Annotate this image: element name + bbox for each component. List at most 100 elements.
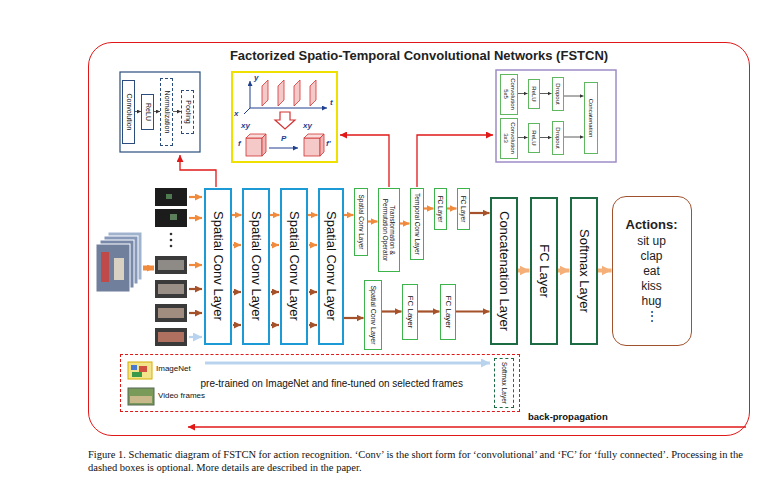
optional-operation-box: Pooling — [181, 90, 194, 134]
flow-arrow — [470, 212, 490, 214]
cube-face — [320, 134, 324, 156]
action-text: sit up — [637, 234, 666, 249]
module-box: Convolution 5x5 — [500, 74, 518, 115]
node-text: FC Layer — [436, 191, 443, 227]
flow-arrow — [368, 220, 378, 222]
video-frame-detail — [158, 332, 184, 342]
action-text: ⋮ — [646, 309, 658, 324]
frame-slab — [262, 80, 268, 106]
layer-box: FC Layer — [440, 284, 456, 340]
optional-operation-box: Normalization — [160, 78, 173, 146]
operator-box: Transformation & Permutation Operator — [378, 188, 400, 272]
flow-arrow — [598, 269, 612, 273]
operation-box: ReLU — [141, 94, 154, 130]
input-clip-detail — [114, 258, 124, 280]
layer-box: FC Layer — [530, 197, 558, 345]
node-text: ReLU — [530, 82, 537, 106]
node-text: pre-trained on ImageNet and fine-tuned o… — [201, 378, 463, 390]
input-clip-detail — [101, 252, 109, 282]
video-frame-detail — [158, 260, 184, 270]
node-text: Convolution 5x5 — [502, 77, 515, 112]
diagram-heading: Factorized Spatio-Temporal Convolutional… — [89, 48, 749, 64]
inset-frame — [120, 72, 200, 152]
imagenet-icon-detail — [132, 372, 142, 377]
axis-label: y — [254, 74, 258, 82]
flow-arrow — [344, 214, 354, 216]
permutation-arrow — [269, 148, 298, 149]
video-frame-detail — [158, 308, 184, 318]
data-arrow — [233, 244, 241, 246]
node-text: Concatenation — [587, 85, 594, 151]
module-box: Dropout — [552, 121, 564, 155]
data-arrow — [271, 244, 279, 246]
flow-arrow — [518, 137, 528, 138]
data-arrow — [189, 312, 202, 314]
cube-face — [304, 138, 320, 156]
transform-arrow — [275, 112, 295, 129]
flow-arrow — [418, 310, 440, 312]
imagenet-icon-detail — [131, 365, 137, 370]
flow-arrow — [400, 222, 410, 224]
node-text: Pooling — [184, 93, 192, 131]
video-frame — [155, 280, 187, 298]
video-frame — [155, 328, 187, 346]
node-text: FC Layer — [405, 287, 414, 337]
figure-caption: Figure 1. Schematic diagram of FSTCN for… — [88, 448, 753, 474]
axis-label: xy — [241, 122, 250, 130]
pretrain-arrow — [205, 362, 490, 365]
node-text: ReLU — [530, 126, 537, 150]
optional-softmax-layer: Softmax Layer — [494, 358, 514, 408]
spatial-conv-layer: Spatial Conv Layer — [318, 188, 344, 345]
axis-label: f — [238, 140, 241, 148]
action-text: hug — [641, 294, 661, 309]
node-text: Softmax Layer — [500, 361, 507, 405]
spatial-conv-layer: Spatial Conv Layer — [204, 188, 232, 345]
module-box: Dropout — [552, 77, 564, 111]
callout-leader — [180, 155, 216, 187]
node-text: Spatial Conv Layer — [369, 283, 377, 347]
node-text: Spatial Conv Layer — [286, 192, 300, 341]
axis-label: xy — [303, 122, 312, 130]
layer-box: Spatial Conv Layer — [354, 188, 368, 256]
flow-arrow — [558, 269, 570, 273]
data-arrow — [309, 324, 317, 326]
data-arrow — [189, 264, 202, 266]
input-arrow — [143, 266, 154, 271]
video-frame-detail — [170, 214, 177, 220]
node-text: FC Layer — [459, 191, 466, 227]
actions-box: Actions:sit upclapeatkisshug⋮ — [612, 196, 692, 346]
flow-arrow — [308, 214, 318, 216]
module-box: ReLU — [528, 123, 540, 153]
inset-frame — [232, 72, 337, 162]
ellipsis-dot — [170, 233, 173, 236]
layer-box: Softmax Layer — [570, 197, 598, 345]
action-text: Actions: — [626, 217, 678, 233]
node-text: Convolution — [125, 83, 133, 141]
spatial-conv-layer: Spatial Conv Layer — [242, 188, 270, 345]
layer-box: FC Layer — [457, 188, 470, 230]
layer-box: Concatenation Layer — [490, 197, 518, 345]
backprop-arrow — [188, 426, 746, 428]
data-arrow — [233, 324, 241, 326]
cube-face — [262, 134, 266, 156]
node-text: Dropout — [554, 80, 561, 108]
flow-arrow — [232, 214, 242, 216]
callout-leader — [417, 135, 493, 187]
imagenet-icon-detail — [139, 366, 147, 372]
node-text: Softmax Layer — [576, 201, 590, 341]
frame-slab — [294, 80, 300, 106]
axis-arrow — [250, 81, 251, 108]
node-text: Dropout — [554, 124, 561, 152]
node-text: FC Layer — [536, 201, 550, 341]
data-arrow — [233, 291, 241, 293]
axis-label: x — [234, 110, 238, 118]
flow-arrow — [564, 96, 584, 97]
layer-box: FC Layer — [434, 188, 447, 230]
axis-label: P — [281, 135, 286, 143]
inset-frame — [496, 70, 616, 162]
flow-arrow — [424, 207, 434, 209]
flow-arrow — [344, 317, 364, 319]
flow-arrow — [456, 310, 490, 312]
flow-arrow — [540, 137, 552, 138]
video-frames-icon — [128, 388, 154, 405]
